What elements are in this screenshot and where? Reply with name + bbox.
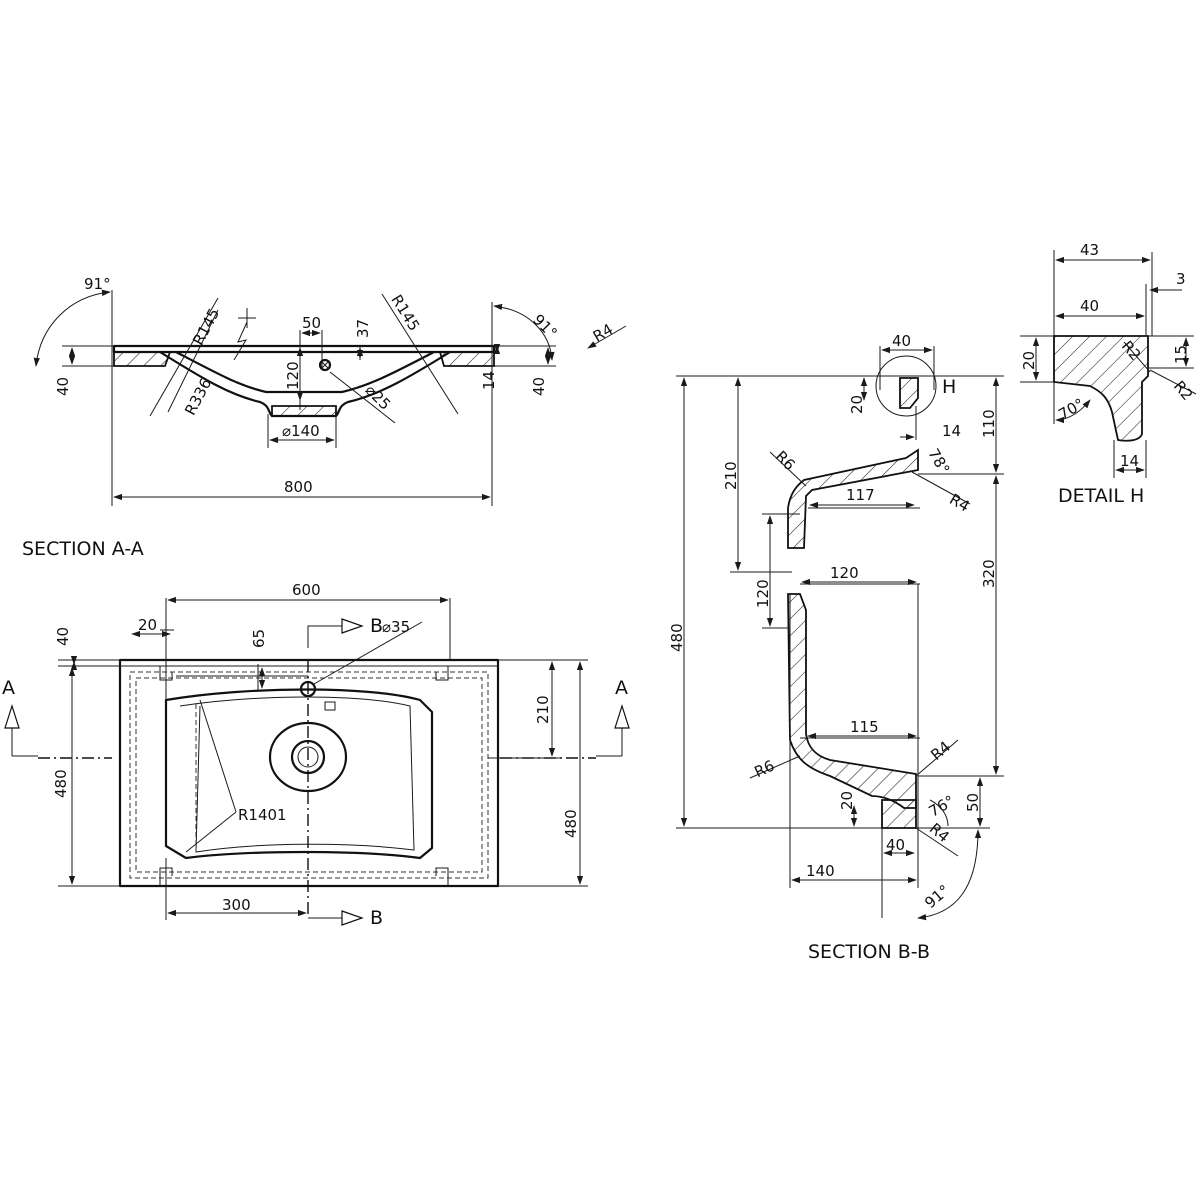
dh-d20: 20 — [1020, 351, 1038, 370]
cut-b-top-label: B — [370, 615, 383, 637]
bb-d40-top: 40 — [892, 332, 911, 350]
bb-d50: 50 — [964, 793, 982, 812]
sa-r145-right: R145 — [387, 292, 423, 335]
plan-d210: 210 — [534, 695, 552, 724]
plan-basin — [164, 688, 434, 860]
dh-d43: 43 — [1080, 241, 1099, 259]
sa-d37: 37 — [354, 319, 372, 338]
sa-r336: R336 — [181, 375, 215, 418]
section-bb-view: 40 20 14 110 210 R6 78° 117 R4 480 120 1… — [668, 332, 1004, 963]
plan-d40: 40 — [54, 627, 72, 646]
section-aa-view: 91° 91° R145 R145 R336 R4 50 37 120 40 4… — [22, 275, 627, 560]
bb-d20-top: 20 — [848, 395, 866, 414]
detail-h-circle — [875, 355, 937, 417]
sa-d50: 50 — [302, 314, 321, 332]
bb-r6-top: R6 — [772, 447, 799, 474]
plan-d20: 20 — [138, 616, 157, 634]
plan-d600: 600 — [292, 581, 321, 599]
bb-angle-top: 78° — [924, 445, 953, 477]
sa-d120: 120 — [284, 361, 302, 390]
detail-h-profile — [1053, 335, 1149, 442]
angle-70-arc — [1055, 399, 1091, 424]
dh-d15: 15 — [1172, 345, 1190, 364]
dh-d40: 40 — [1080, 297, 1099, 315]
cut-a-right-label: A — [615, 677, 628, 699]
bb-d117: 117 — [846, 486, 875, 504]
plan-dia35: ⌀35 — [382, 618, 410, 636]
bb-d115: 115 — [850, 718, 879, 736]
plan-d65: 65 — [250, 629, 268, 648]
bb-d320: 320 — [980, 559, 998, 588]
dh-d3: 3 — [1176, 270, 1186, 288]
dh-d14: 14 — [1120, 452, 1139, 470]
cut-a-left-label: A — [2, 677, 15, 699]
bb-d40-bottom: 40 — [886, 836, 905, 854]
plan-d480-left: 480 — [52, 769, 70, 798]
angle-91-left-arc — [33, 289, 111, 367]
cut-b-bottom-label: B — [370, 907, 383, 929]
sa-angle-left: 91° — [84, 275, 111, 293]
bb-d480: 480 — [668, 623, 686, 652]
bb-r6-bottom: R6 — [752, 757, 778, 782]
section-bb-top-flange — [899, 377, 919, 409]
sa-r4: R4 — [590, 320, 616, 346]
sa-dia140: ⌀140 — [282, 422, 320, 440]
bb-r4-mid: R4 — [927, 737, 954, 764]
sa-d14: 14 — [480, 371, 498, 390]
angle-91-bb-arc — [917, 829, 982, 921]
sa-d800: 800 — [284, 478, 313, 496]
sa-angle-right: 91° — [529, 311, 561, 343]
bb-r4-top: R4 — [946, 490, 972, 516]
sa-d40-left: 40 — [54, 377, 72, 396]
bb-d120-v: 120 — [754, 579, 772, 608]
plan-d300: 300 — [222, 896, 251, 914]
angle-91-right-arc — [493, 303, 555, 361]
section-bb-title: SECTION B-B — [808, 941, 930, 963]
bb-d110: 110 — [980, 409, 998, 438]
bb-d210: 210 — [722, 461, 740, 490]
sa-d40-right: 40 — [530, 377, 548, 396]
section-aa-title: SECTION A-A — [22, 538, 144, 560]
detail-h-view: 43 3 40 20 R2 15 R2 70° 14 DETAIL H — [1020, 241, 1197, 507]
plan-r1401: R1401 — [238, 806, 287, 824]
detail-h-title: DETAIL H — [1058, 485, 1144, 507]
section-bb-upper-arm — [787, 448, 919, 549]
sa-r145-left: R145 — [189, 305, 223, 348]
plan-view: 600 40 20 65 ⌀35 210 480 480 R1401 300 A… — [2, 581, 630, 929]
bb-d120-h: 120 — [830, 564, 859, 582]
plan-d480-right: 480 — [562, 809, 580, 838]
bb-d20-bottom: 20 — [838, 791, 856, 810]
detail-h-marker: H — [942, 376, 956, 398]
bb-d14: 14 — [942, 422, 961, 440]
dh-r2-b: R2 — [1170, 377, 1197, 404]
section-bb-lower-wall — [787, 593, 917, 809]
bb-r4-bottom: R4 — [926, 819, 953, 846]
bb-d140: 140 — [806, 862, 835, 880]
bb-angle-bottom: 76° — [926, 792, 958, 821]
